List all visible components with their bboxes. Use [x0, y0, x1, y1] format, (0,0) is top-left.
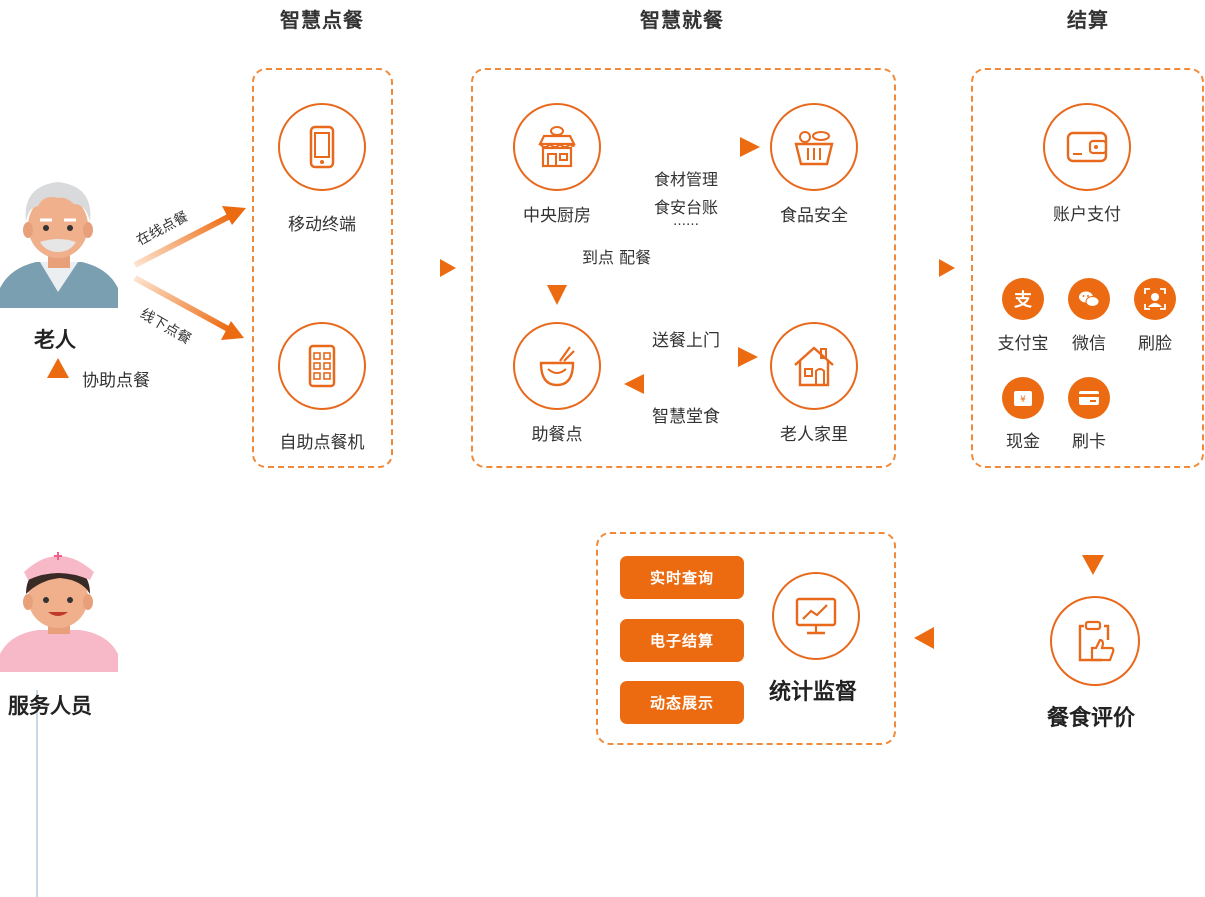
bowl-pin-icon — [539, 346, 575, 387]
alipay-label: 支付宝 — [997, 334, 1049, 354]
kitchen-shop-icon — [538, 126, 576, 168]
kiosk-icon — [308, 344, 336, 388]
realtime-query-button[interactable]: 实时查询 — [620, 556, 744, 599]
arrow-kitchen-to-safety — [628, 137, 760, 157]
account-pay-label: 账户支付 — [1053, 205, 1121, 225]
arrow-online-order — [133, 206, 246, 268]
wechat-label: 微信 — [1072, 334, 1106, 354]
cash-label: 现金 — [1006, 432, 1040, 452]
statistics-node — [772, 572, 860, 660]
svg-text:支: 支 — [1013, 289, 1033, 311]
column-title-settlement: 结算 — [1067, 8, 1109, 32]
statistics-box — [596, 532, 896, 745]
face-scan-icon — [1144, 288, 1166, 310]
e-settlement-button[interactable]: 电子结算 — [620, 619, 744, 662]
arrow-assist-order — [47, 358, 69, 530]
card-method — [1068, 377, 1110, 419]
food-basket-icon — [794, 131, 834, 166]
wallet-icon — [1066, 131, 1108, 163]
food-safety-node — [770, 103, 858, 191]
meal-review-label: 餐食评价 — [1047, 706, 1136, 731]
ingredients-label-line1: 食材管理 — [653, 170, 718, 189]
alipay-method: 支 — [1002, 278, 1044, 320]
delivery-to-point-label: 到点 配餐 — [582, 248, 652, 267]
account-pay-node — [1043, 103, 1131, 191]
arrow-dining-to-settlement — [914, 259, 955, 277]
settlement-box — [971, 68, 1204, 468]
elder-avatar — [0, 176, 118, 308]
wechat-icon — [1079, 291, 1100, 307]
cash-method: ¥ — [1002, 377, 1044, 419]
wechat-method — [1068, 278, 1110, 320]
arrow-kitchen-to-point — [547, 240, 567, 305]
central-kitchen-node — [513, 103, 601, 191]
ingredients-label-line2: 食安台账 — [653, 198, 718, 217]
ingredients-ellipsis: …… — [673, 214, 699, 229]
arrow-ordering-to-dining — [415, 259, 456, 277]
face-pay-method — [1134, 278, 1176, 320]
arrow-offline-order — [133, 275, 244, 340]
thumbs-up-clipboard-icon — [1078, 620, 1115, 662]
meal-point-label: 助餐点 — [531, 425, 583, 445]
bank-card-icon — [1079, 391, 1099, 405]
mobile-terminal-label: 移动终端 — [288, 215, 356, 235]
meal-review-node — [1050, 596, 1140, 686]
statistics-label: 统计监督 — [769, 680, 858, 705]
elder-home-node — [770, 322, 858, 410]
kiosk-label: 自助点餐机 — [279, 433, 365, 453]
monitor-chart-icon — [795, 597, 837, 635]
arrow-review-to-stats — [914, 627, 1040, 649]
assist-order-label: 协助点餐 — [82, 371, 150, 391]
elder-label: 老人 — [34, 328, 76, 352]
kiosk-node — [278, 322, 366, 410]
arrow-door-delivery — [626, 347, 758, 367]
dynamic-display-button[interactable]: 动态展示 — [620, 681, 744, 724]
mobile-phone-icon — [309, 125, 335, 169]
arrow-smart-canteen — [624, 374, 752, 394]
house-icon — [794, 346, 834, 387]
alipay-icon: 支 — [1013, 289, 1033, 311]
meal-point-node — [513, 322, 601, 410]
svg-text:¥: ¥ — [1020, 395, 1026, 405]
smart-dining-box — [471, 68, 896, 468]
column-title-smart-ordering: 智慧点餐 — [280, 8, 364, 32]
face-pay-label: 刷脸 — [1138, 334, 1172, 354]
card-label: 刷卡 — [1072, 432, 1106, 452]
arrow-settlement-to-review — [1082, 488, 1104, 575]
central-kitchen-label: 中央厨房 — [523, 206, 591, 226]
staff-avatar — [0, 544, 118, 672]
column-title-smart-dining: 智慧就餐 — [640, 8, 724, 32]
mobile-terminal-node — [278, 103, 366, 191]
food-safety-label: 食品安全 — [780, 206, 848, 226]
smart-canteen-label: 智慧堂食 — [652, 407, 720, 427]
staff-label: 服务人员 — [8, 694, 92, 718]
cash-icon: ¥ — [1014, 391, 1032, 406]
smart-ordering-box — [252, 68, 393, 468]
elder-home-label: 老人家里 — [780, 425, 848, 445]
door-delivery-label: 送餐上门 — [652, 331, 720, 351]
